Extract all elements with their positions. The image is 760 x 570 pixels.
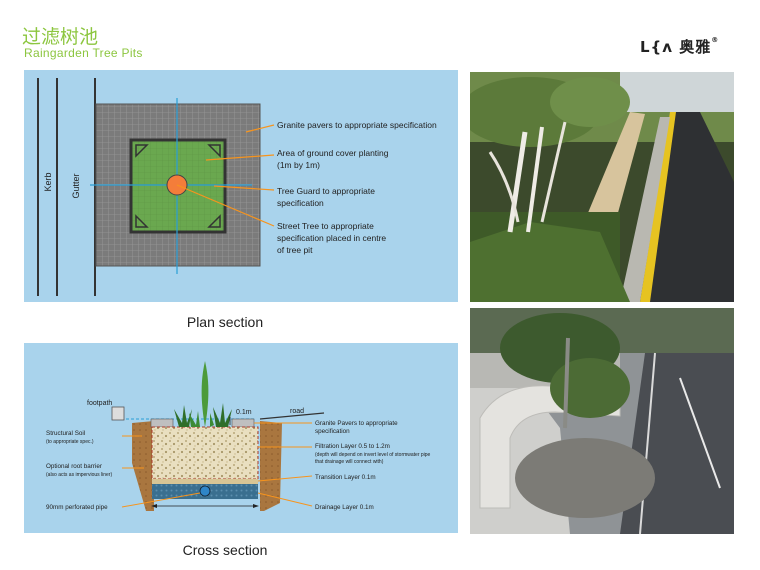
tree-guard-corner-bl [135,214,149,228]
filtration-layer [151,426,259,480]
tree-guard-corner-tr [207,144,221,158]
leader-street-tree [176,184,275,227]
footpath-kerb [111,406,125,421]
brand-logo: L{ʌ 奥雅® [640,36,719,57]
road-label: road [290,408,304,415]
leader-drainage [257,492,313,507]
photo-tree-planter-bench-illustration [470,308,734,534]
width-arrow-right [253,504,259,508]
width-arrow-left [151,504,157,508]
gutter-label: Gutter [71,173,81,198]
label-perforated-pipe: 90mm perforated pipe [46,504,108,511]
cross-section-diagram: footpath 0.1m road Structural Soil(to ap… [24,343,458,533]
callout-planting: Area of ground cover planting(1m by 1m) [277,148,389,170]
label-root-barrier: Optional root barrier(also acts as imper… [46,463,112,478]
structural-soil-right [260,421,282,511]
label-structural-soil: Structural Soil(to appropriate spec.) [46,430,94,445]
label-filtration-layer: Filtration Layer 0.5 to 1.2m(depth will … [315,443,431,465]
dim-top-label: 0.1m [236,409,252,416]
paver-left [150,418,174,428]
paver-right [231,418,255,428]
cross-diagram-svg: footpath 0.1m road Structural Soil(to ap… [46,361,431,511]
leader-planting [205,154,275,161]
plan-diagram-svg: Kerb Gutter Granite pavers to appropriat… [37,78,437,296]
photo-tree-planter-bench [470,308,734,534]
tree-and-grass [174,361,232,427]
leader-pipe [121,492,201,508]
leader-transition [257,475,313,482]
transition-layer [152,479,258,484]
photo-raingarden-street-illustration [470,72,734,302]
cross-section-caption: Cross section [182,542,268,558]
leader-tree-guard [213,185,275,191]
kerb-label: Kerb [43,172,53,191]
label-transition-layer: Transition Layer 0.1m [315,474,376,481]
plan-section-caption: Plan section [186,314,264,330]
road-surface [259,412,325,420]
photo-raingarden-street [470,72,734,302]
structural-soil-left [132,421,154,511]
page-title-english: Raingarden Tree Pits [24,46,143,60]
page-title-chinese: 过滤树池 [22,26,99,48]
tree-guard-corner-tl [135,144,149,158]
plan-section-diagram: Kerb Gutter Granite pavers to appropriat… [24,70,458,302]
leader-pavers [245,124,275,133]
perforated-pipe [199,485,211,497]
footpath-label: footpath [87,400,112,407]
label-drainage-layer: Drainage Layer 0.1m [315,504,374,511]
logo-text: L{ʌ 奥雅 [640,38,712,56]
tree-guard-corner-br [207,214,221,228]
registered-mark: ® [711,36,720,44]
callout-pavers: Granite pavers to appropriate specificat… [277,120,437,130]
